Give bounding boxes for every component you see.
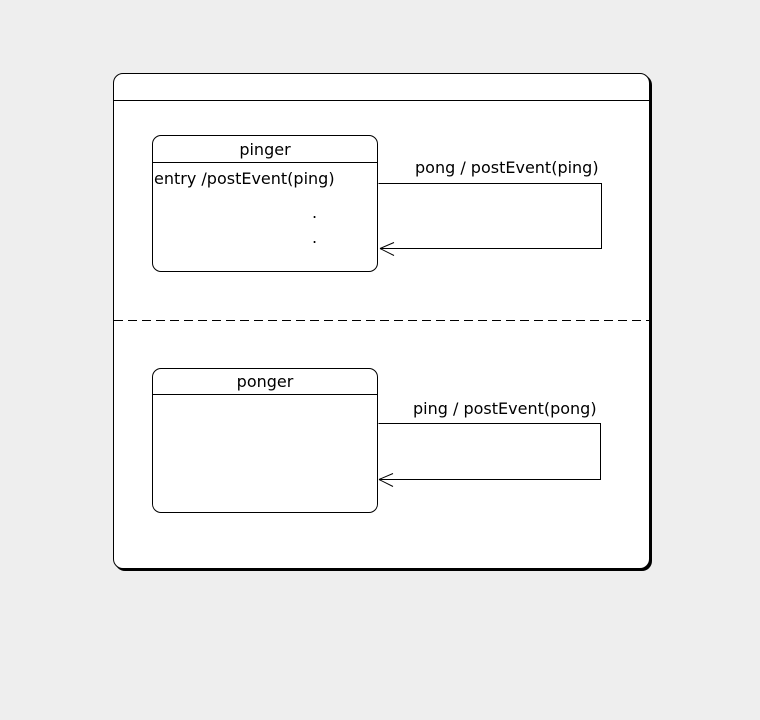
- pinger-ellipsis-dot: .: [312, 228, 318, 247]
- pinger-ellipsis-dot: .: [312, 203, 318, 222]
- state-ponger-title: ponger: [153, 369, 377, 395]
- ponger-transition-label: ping / postEvent(pong): [413, 399, 597, 418]
- pinger-transition-label: pong / postEvent(ping): [415, 158, 599, 177]
- state-pinger: pinger entry /postEvent(ping) . .: [152, 135, 378, 272]
- pinger-entry-action: entry /postEvent(ping): [154, 169, 335, 188]
- state-pinger-title: pinger: [153, 136, 377, 163]
- machine-title-compartment: [114, 74, 649, 101]
- state-ponger: ponger: [152, 368, 378, 513]
- ponger-body: [153, 395, 377, 407]
